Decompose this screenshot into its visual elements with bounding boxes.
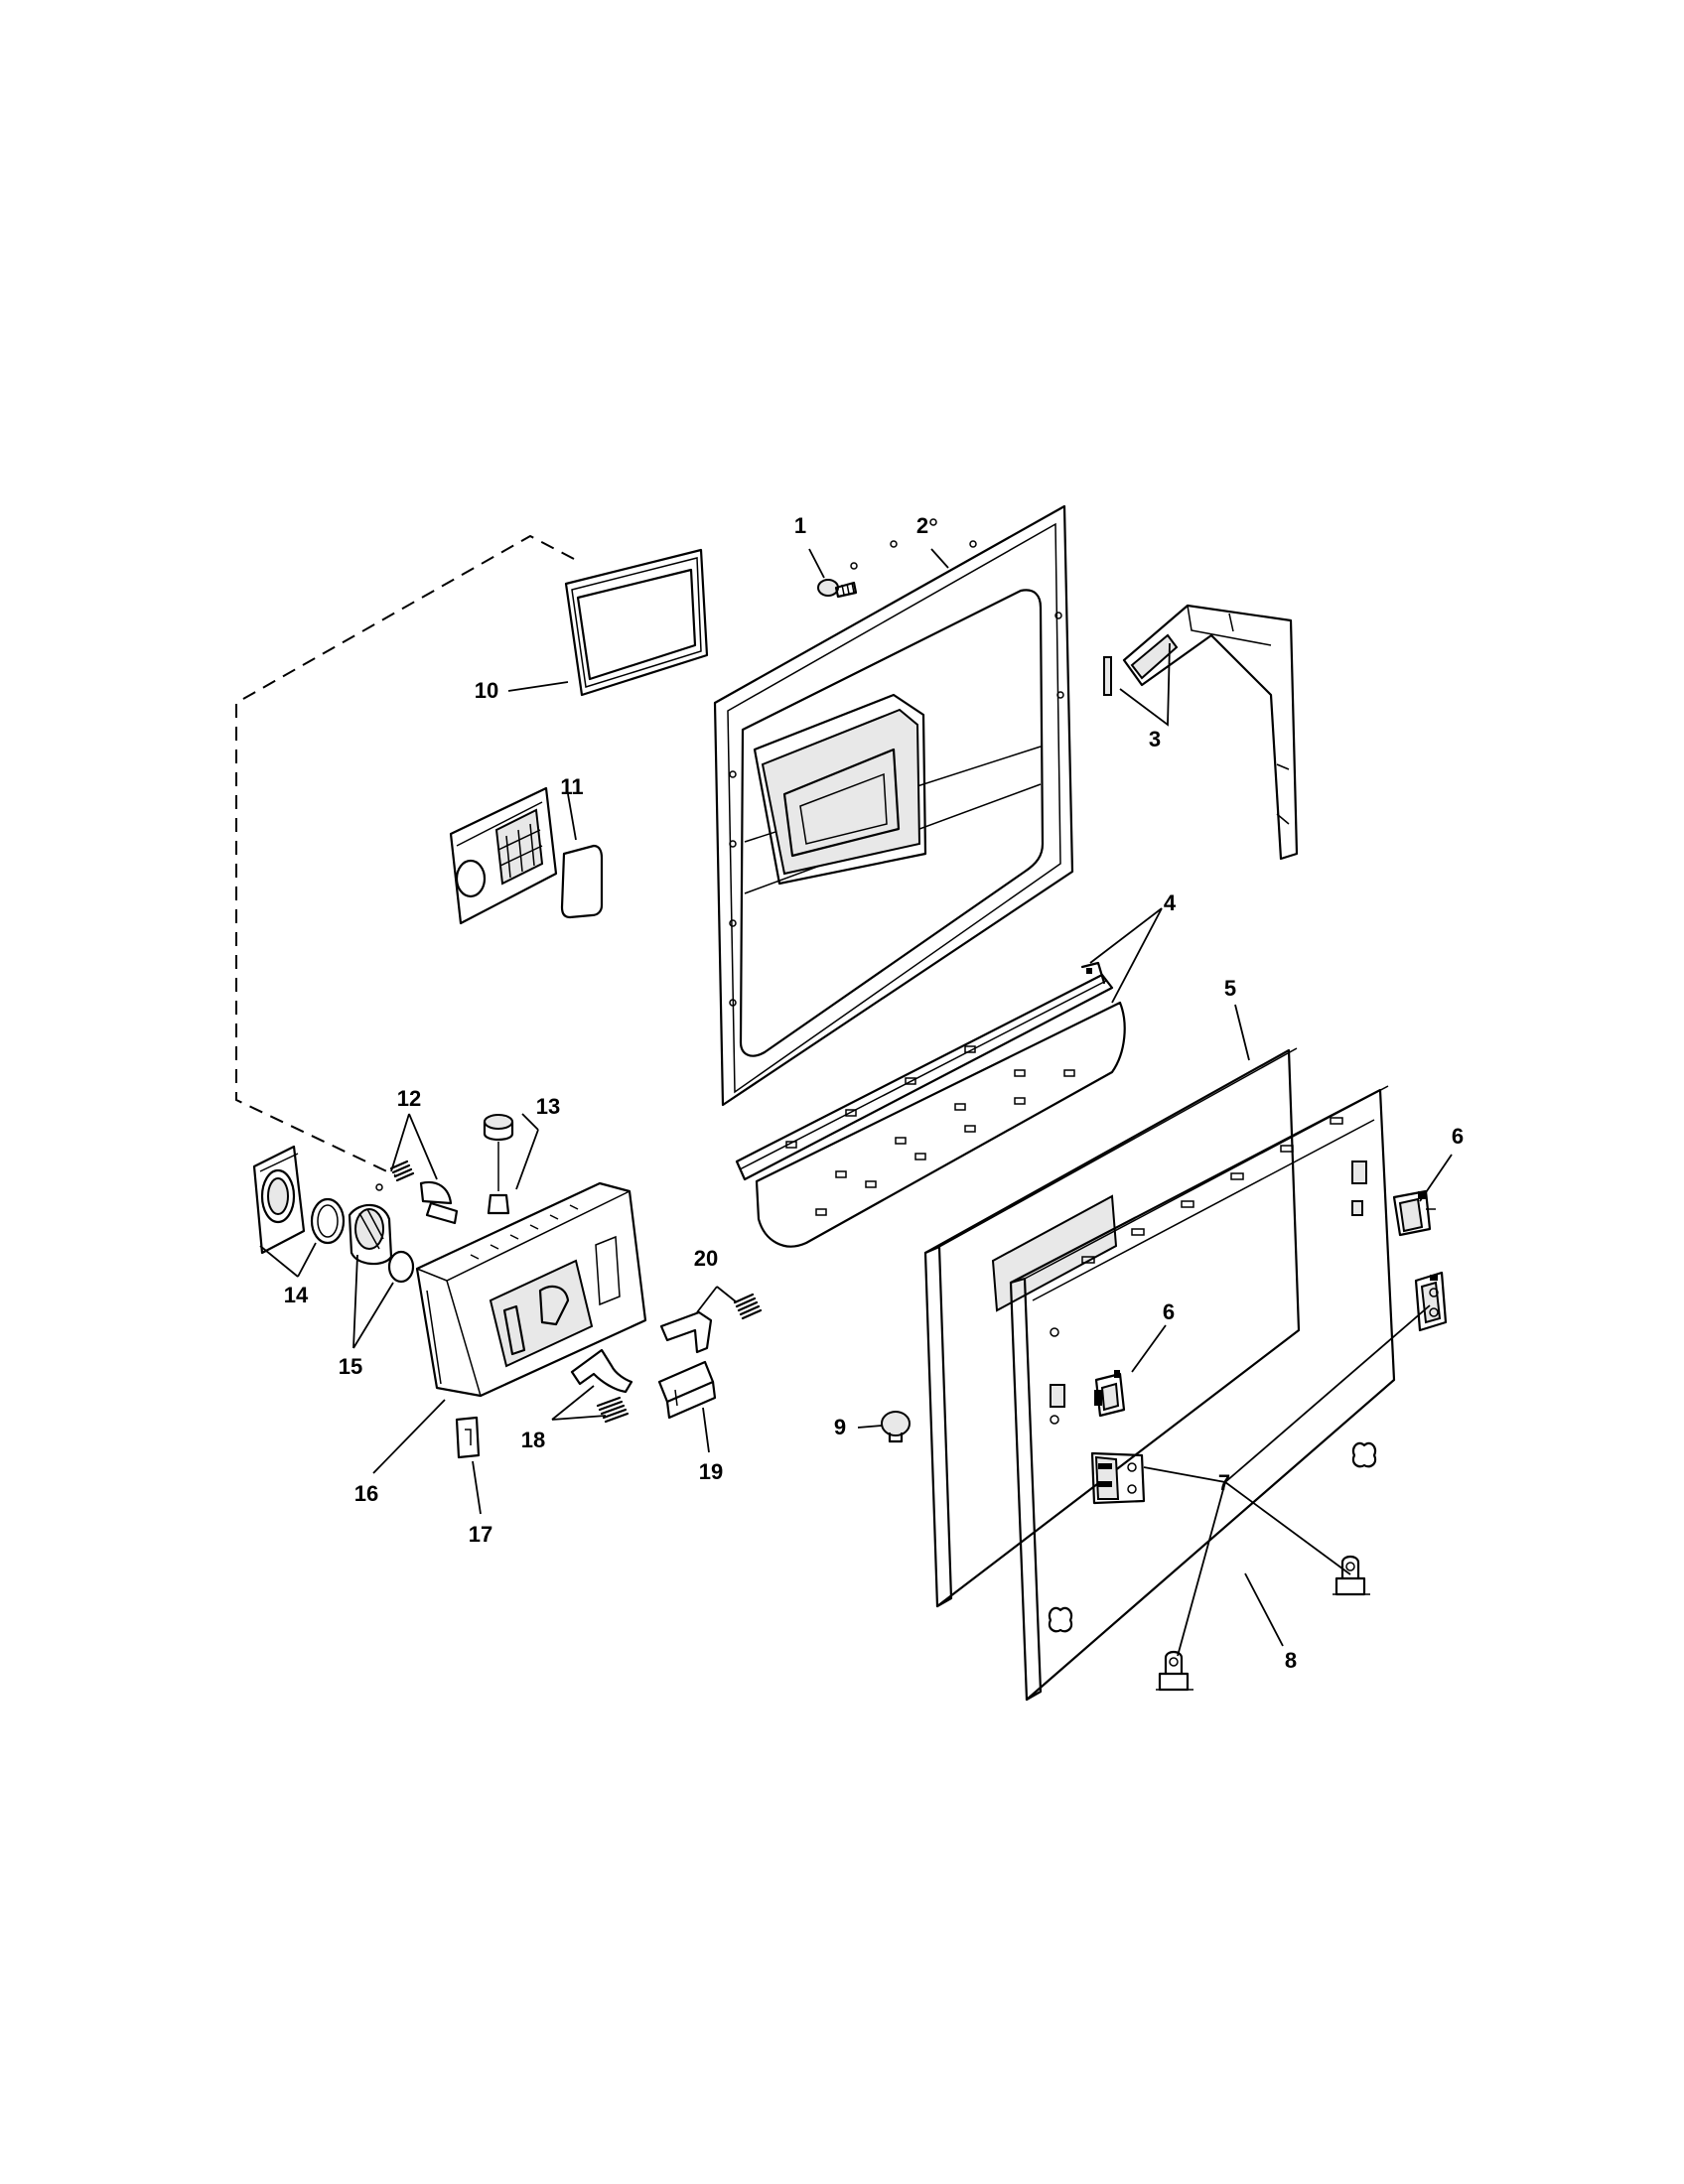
part-13-rinse-aid-cap bbox=[483, 1114, 514, 1215]
part-3-side-trim bbox=[1103, 604, 1299, 861]
part-7-hinge-panel bbox=[1090, 1451, 1146, 1505]
part-7-hinge-lower-left bbox=[1156, 1650, 1193, 1692]
callout-9: 9 bbox=[834, 1415, 846, 1439]
part-12-spring-lever bbox=[375, 1160, 459, 1225]
part-7-hinge-right bbox=[1414, 1271, 1448, 1332]
part-1-screw bbox=[817, 579, 858, 599]
part-18-lever-spring bbox=[570, 1348, 633, 1424]
part-8-outer-door-panel bbox=[1009, 1085, 1396, 1702]
callout-3: 3 bbox=[1149, 727, 1161, 751]
callout-7: 7 bbox=[1218, 1470, 1230, 1495]
part-10-gasket-frame bbox=[564, 548, 709, 697]
part-2-inner-door-liner bbox=[713, 504, 1074, 1107]
part-19-latch-block bbox=[657, 1360, 717, 1420]
leader-lines bbox=[259, 548, 1453, 1657]
part-14-dispenser-front bbox=[252, 1145, 306, 1255]
callout-10: 10 bbox=[475, 678, 498, 703]
callout-5: 5 bbox=[1224, 976, 1236, 1001]
callout-15: 15 bbox=[339, 1354, 362, 1379]
part-16-dispenser-body bbox=[415, 1181, 647, 1398]
callout-6-right: 6 bbox=[1452, 1124, 1464, 1149]
part-20-lever-spring bbox=[659, 1293, 763, 1354]
callout-1: 1 bbox=[794, 513, 806, 538]
callout-6-panel: 6 bbox=[1163, 1299, 1175, 1324]
part-6-latch-panel bbox=[1094, 1370, 1126, 1418]
assembly-dashed-line bbox=[235, 534, 575, 1176]
part-17-clip bbox=[455, 1416, 481, 1459]
callout-2: 2 bbox=[916, 513, 928, 538]
callout-8: 8 bbox=[1285, 1648, 1297, 1673]
part-7-hinge-lower-right bbox=[1333, 1555, 1370, 1596]
callout-19: 19 bbox=[699, 1459, 723, 1484]
callout-14: 14 bbox=[284, 1283, 309, 1307]
part-5-middle-panel bbox=[923, 1047, 1301, 1608]
part-9-bumper bbox=[881, 1411, 911, 1443]
callout-18: 18 bbox=[521, 1428, 545, 1452]
callout-20: 20 bbox=[694, 1246, 718, 1271]
part-15-ring-cap bbox=[310, 1197, 415, 1284]
part-4-vent-strip bbox=[735, 961, 1126, 1248]
callout-12: 12 bbox=[397, 1086, 421, 1111]
callout-17: 17 bbox=[469, 1522, 492, 1547]
callout-13: 13 bbox=[536, 1094, 560, 1119]
part-6-latch-right bbox=[1392, 1189, 1436, 1237]
callout-11: 11 bbox=[560, 774, 583, 799]
callout-16: 16 bbox=[354, 1481, 378, 1506]
part-11-dispenser-cover bbox=[449, 786, 604, 925]
callout-4: 4 bbox=[1164, 890, 1177, 915]
